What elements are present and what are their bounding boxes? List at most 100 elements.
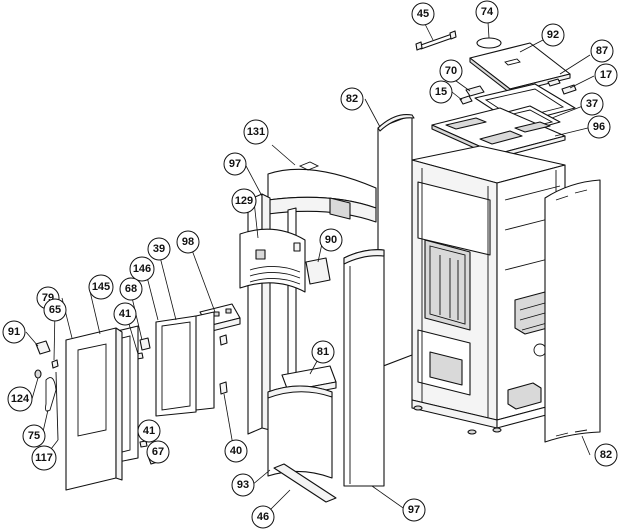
callout-circle: [594, 63, 618, 87]
part-117-rod: [55, 371, 59, 441]
callout-15: 15: [429, 80, 453, 104]
callout-circle: [146, 440, 170, 464]
callout-label: 41: [119, 308, 131, 320]
callout-circle: [243, 119, 269, 145]
part-40-clip: [219, 381, 228, 395]
callout-label: 82: [346, 93, 358, 105]
callout-label: 98: [182, 236, 194, 248]
callout-label: 75: [28, 430, 40, 442]
callout-82b: 82: [594, 443, 618, 467]
callout-91: 91: [2, 320, 26, 344]
callout-74: 74: [475, 0, 499, 24]
callout-circle: [541, 23, 565, 47]
callout-circle: [224, 439, 248, 463]
part-97-front-column: [343, 249, 385, 487]
callout-46: 46: [251, 505, 275, 529]
callout-circle: [411, 2, 435, 26]
callout-label: 67: [152, 446, 164, 458]
callout-circle: [340, 87, 364, 111]
part-15-part: [459, 95, 473, 105]
callout-label: 74: [481, 6, 494, 18]
part-92-top-plate: [469, 42, 571, 94]
callout-131: 131: [243, 119, 269, 145]
callout-label: 87: [596, 45, 608, 57]
part-93-lower-panel: [267, 385, 333, 479]
callout-92: 92: [541, 23, 565, 47]
callout-label: 65: [49, 304, 61, 316]
callout-label: 46: [257, 511, 269, 523]
callout-label: 45: [417, 8, 429, 20]
callout-97b: 97: [402, 498, 426, 522]
callout-circle: [223, 152, 247, 176]
callout-label: 39: [153, 243, 165, 255]
callout-124: 124: [7, 386, 33, 412]
callout-label: 70: [445, 65, 457, 77]
part-146-glass: [155, 315, 197, 417]
callout-circle: [439, 59, 463, 83]
callout-circle: [119, 277, 143, 301]
callout-circle: [475, 0, 499, 24]
callout-label: 131: [247, 126, 265, 138]
part-70-part: [465, 85, 485, 97]
callout-81: 81: [311, 340, 335, 364]
callout-65: 65: [43, 298, 67, 322]
part-131-top-housing: [267, 161, 377, 223]
callout-circle: [311, 340, 335, 364]
callout-circle: [251, 505, 275, 529]
callout-93: 93: [231, 473, 255, 497]
callout-146: 146: [129, 256, 155, 282]
part-82-right-side-panel: [544, 179, 601, 443]
callout-circle: [147, 237, 171, 261]
callout-circle: [402, 498, 426, 522]
part-17-bracket: [561, 84, 577, 95]
callout-circle: [176, 230, 200, 254]
callout-label: 146: [133, 263, 151, 275]
callout-circle: [590, 39, 614, 63]
part-main-body-frame: [411, 145, 566, 435]
callout-41a: 41: [113, 302, 137, 326]
callout-circle: [7, 386, 33, 412]
callout-circle: [129, 256, 155, 282]
callout-67: 67: [146, 440, 170, 464]
part-129-control-panel: [239, 228, 306, 293]
callout-37: 37: [580, 92, 604, 116]
callout-label: 93: [237, 479, 249, 491]
callout-label: 92: [547, 29, 559, 41]
callout-circle: [594, 443, 618, 467]
part-65-pin: [51, 359, 59, 369]
callout-circle: [429, 80, 453, 104]
callout-label: 91: [8, 326, 20, 338]
callout-circle: [319, 228, 343, 252]
part-90-bracket: [305, 257, 331, 285]
callout-label: 129: [235, 195, 253, 207]
callout-label: 68: [125, 283, 137, 295]
callout-82a: 82: [340, 87, 364, 111]
callout-97a: 97: [223, 152, 247, 176]
part-91-hinge: [35, 340, 51, 355]
callout-label: 17: [600, 69, 612, 81]
callout-label: 97: [408, 504, 420, 516]
callout-label: 117: [35, 452, 53, 464]
callout-label: 15: [435, 86, 447, 98]
callout-39: 39: [147, 237, 171, 261]
part-small-clip-upper: [219, 334, 228, 346]
callout-label: 40: [230, 445, 242, 457]
callout-41b: 41: [137, 419, 161, 443]
callout-145: 145: [88, 274, 114, 300]
part-79-door-panel: [65, 327, 123, 491]
callout-circle: [43, 298, 67, 322]
callout-96: 96: [587, 115, 611, 139]
callout-40: 40: [224, 439, 248, 463]
callout-circle: [231, 473, 255, 497]
callout-label: 41: [143, 425, 155, 437]
callout-label: 96: [593, 121, 605, 133]
callout-label: 37: [586, 98, 598, 110]
part-45-bracket: [415, 30, 457, 51]
callout-circle: [31, 445, 57, 471]
callout-label: 97: [229, 158, 241, 170]
callout-label: 124: [11, 393, 30, 405]
callout-circle: [113, 302, 137, 326]
part-74-cap: [476, 37, 502, 49]
